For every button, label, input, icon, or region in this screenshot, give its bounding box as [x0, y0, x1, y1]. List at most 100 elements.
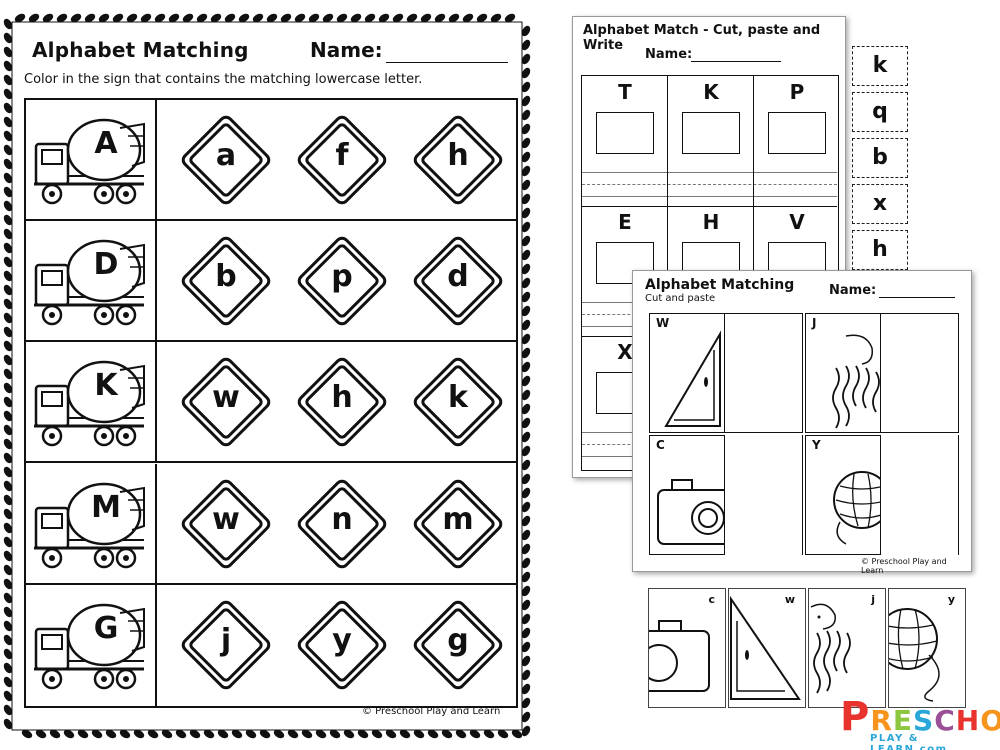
- sheet2-letter: E: [618, 210, 632, 234]
- lowercase-letter: n: [331, 501, 353, 537]
- paste-box[interactable]: [682, 112, 740, 154]
- vine-border: [3, 13, 531, 739]
- cement-truck-icon: [34, 603, 145, 690]
- cut-out-letter[interactable]: q: [852, 92, 908, 132]
- truck-cell: M: [26, 463, 157, 583]
- cement-truck-icon: [34, 361, 145, 447]
- jellyfish-icon: [810, 603, 851, 694]
- uppercase-letter: G: [93, 610, 119, 646]
- cut-out-letter[interactable]: h: [852, 230, 908, 270]
- diamond-sign-icon: [413, 236, 503, 326]
- watermelon-icon: [664, 330, 721, 427]
- letter-sign[interactable]: w: [176, 474, 276, 574]
- letter-sign[interactable]: y: [292, 595, 392, 695]
- lowercase-letter: a: [215, 138, 237, 173]
- lowercase-letter: j: [220, 622, 232, 658]
- lowercase-letter: d: [447, 259, 469, 295]
- copyright-text: © Preschool Play and Learn: [362, 706, 501, 717]
- letter-sign[interactable]: d: [408, 231, 508, 331]
- sheet2-letter: V: [789, 210, 805, 234]
- lowercase-letter: y: [332, 622, 352, 658]
- logo-letter: P: [840, 694, 871, 740]
- lowercase-letter: h: [447, 138, 469, 173]
- letter-sign[interactable]: b: [176, 231, 276, 331]
- diamond-sign-icon: [413, 358, 503, 447]
- logo-letter: O: [980, 704, 1000, 737]
- alphabet-matching-worksheet: Alphabet Matching Name: Color in the sig…: [14, 26, 520, 726]
- picture-cell: C: [649, 435, 803, 555]
- sheet2-name-line: [691, 61, 781, 62]
- diamond-sign-icon: [181, 236, 271, 326]
- instructions: Color in the sign that contains the matc…: [24, 72, 423, 87]
- camera-icon: [657, 479, 726, 545]
- camera-icon: [649, 620, 710, 692]
- picture-cell: W: [649, 313, 803, 433]
- cell-letter: W: [656, 316, 670, 330]
- cut-out-letter[interactable]: k: [852, 46, 908, 86]
- paste-box[interactable]: [596, 112, 654, 154]
- sheet2-title: Alphabet Match - Cut, paste and Write: [583, 23, 821, 53]
- piece-letter: w: [784, 593, 795, 606]
- diamond-sign-icon: [181, 479, 271, 568]
- truck-cell: A: [26, 100, 157, 219]
- sheet2-letter: X: [617, 340, 633, 364]
- lowercase-letter: w: [212, 501, 240, 537]
- uppercase-letter: A: [94, 126, 118, 161]
- cut-out-letter[interactable]: x: [852, 184, 908, 224]
- cut-piece[interactable]: j: [808, 588, 886, 708]
- letter-sign[interactable]: k: [408, 352, 508, 452]
- picture-cell: Y: [805, 435, 959, 555]
- logo-letter: H: [955, 704, 981, 737]
- logo-letter: S: [913, 704, 935, 737]
- sheet2-letter: T: [618, 80, 632, 104]
- piece-letter: c: [708, 593, 715, 606]
- uppercase-letter: M: [91, 489, 121, 525]
- sheet3-title: Alphabet Matching: [645, 277, 795, 293]
- letter-sign[interactable]: n: [292, 474, 392, 574]
- cut-piece[interactable]: y: [888, 588, 966, 708]
- truck-cell: G: [26, 584, 157, 706]
- diamond-sign-icon: [413, 479, 503, 568]
- jellyfish-icon: [832, 334, 880, 429]
- letter-sign[interactable]: w: [176, 352, 276, 452]
- row-divider: [582, 206, 837, 207]
- letter-sign[interactable]: g: [408, 595, 508, 695]
- name-label: Name:: [310, 38, 383, 62]
- sheet2-letter: H: [702, 210, 720, 234]
- letter-sign[interactable]: h: [292, 352, 392, 452]
- diamond-sign-icon: [413, 115, 503, 205]
- letter-sign[interactable]: a: [176, 110, 276, 210]
- paste-box[interactable]: [768, 112, 826, 154]
- letter-sign[interactable]: f: [292, 110, 392, 210]
- piece-letter: j: [871, 593, 875, 606]
- cut-piece[interactable]: c: [648, 588, 726, 708]
- logo-subtitle: PLAY & LEARN.com: [870, 733, 948, 750]
- cut-out-letter[interactable]: b: [852, 138, 908, 178]
- letter-sign[interactable]: h: [408, 110, 508, 210]
- cell-letter: Y: [812, 438, 821, 452]
- lowercase-letter: k: [448, 380, 468, 416]
- writing-line: [582, 172, 837, 173]
- paste-box[interactable]: [596, 242, 654, 284]
- diamond-sign-icon: [181, 358, 271, 447]
- letter-sign[interactable]: j: [176, 595, 276, 695]
- name-line[interactable]: [386, 62, 508, 63]
- cut-piece[interactable]: w: [728, 588, 806, 708]
- watermelon-icon: [730, 595, 801, 700]
- sheet3-name-line: [879, 297, 955, 298]
- diamond-sign-icon: [297, 115, 387, 205]
- letter-sign[interactable]: m: [408, 474, 508, 574]
- uppercase-letter: K: [94, 368, 118, 404]
- yarn-ball-icon: [833, 471, 884, 545]
- letter-sign[interactable]: p: [292, 231, 392, 331]
- diamond-sign-icon: [297, 358, 387, 447]
- sheet3-subtitle: Cut and paste: [645, 293, 716, 304]
- cut-and-paste-sheet: Alphabet Matching Cut and paste Name: W …: [632, 270, 972, 575]
- truck-cell: D: [26, 221, 157, 341]
